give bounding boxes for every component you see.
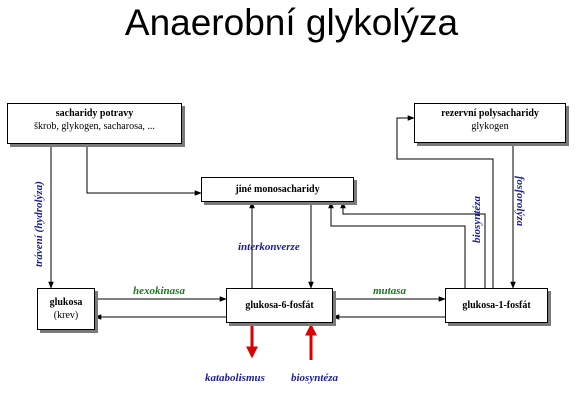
node-title: glukosa-1-fosfát: [462, 300, 531, 311]
arrow-g1p-to-reserve: [396, 115, 494, 288]
node-title: sacharidy potravy: [55, 108, 134, 119]
label-interconversion: interkonverze: [238, 241, 300, 253]
label-catabolism: katabolismus: [205, 372, 265, 384]
node-title: jiné monosacharidy: [235, 184, 320, 195]
label-biosynthesis-vertical: biosyntéza: [471, 195, 483, 243]
node-subtitle: glykogen: [471, 121, 509, 132]
node-other-monosaccharides: jiné monosacharidy: [201, 177, 354, 202]
node-title: glukosa: [49, 297, 83, 308]
node-title: glukosa-6-fosfát: [245, 300, 314, 311]
page-title: Anaerobní glykolýza: [124, 2, 459, 43]
label-digestion: trávení (hydrolýza): [33, 181, 45, 267]
node-glucose-1-phosphate: glukosa-1-fosfát: [445, 288, 548, 323]
node-glucose-6-phosphate: glukosa-6-fosfát: [226, 288, 333, 323]
node-subtitle: (krev): [53, 310, 79, 321]
node-title: rezervní polysacharidy: [441, 108, 539, 119]
node-glucose: glukosa (krev): [37, 288, 95, 330]
label-biosynthesis: biosyntéza: [291, 372, 339, 384]
node-subtitle: škrob, glykogen, sacharosa, ...: [34, 121, 155, 132]
node-reserve-polysaccharides: rezervní polysacharidy glykogen: [414, 103, 566, 143]
label-hexokinase: hexokinasa: [133, 285, 185, 297]
label-mutase: mutasa: [373, 285, 407, 297]
arrow-saccharides-to-monosaccharides: [86, 144, 202, 196]
arrow-g1p-to-monosaccharides-inner: [340, 201, 486, 288]
arrow-g1p-to-monosaccharides-outer: [328, 201, 466, 288]
node-dietary-saccharides: sacharidy potravy škrob, glykogen, sacha…: [7, 103, 182, 144]
label-phosphorolysis: fosforolýza: [514, 176, 526, 227]
